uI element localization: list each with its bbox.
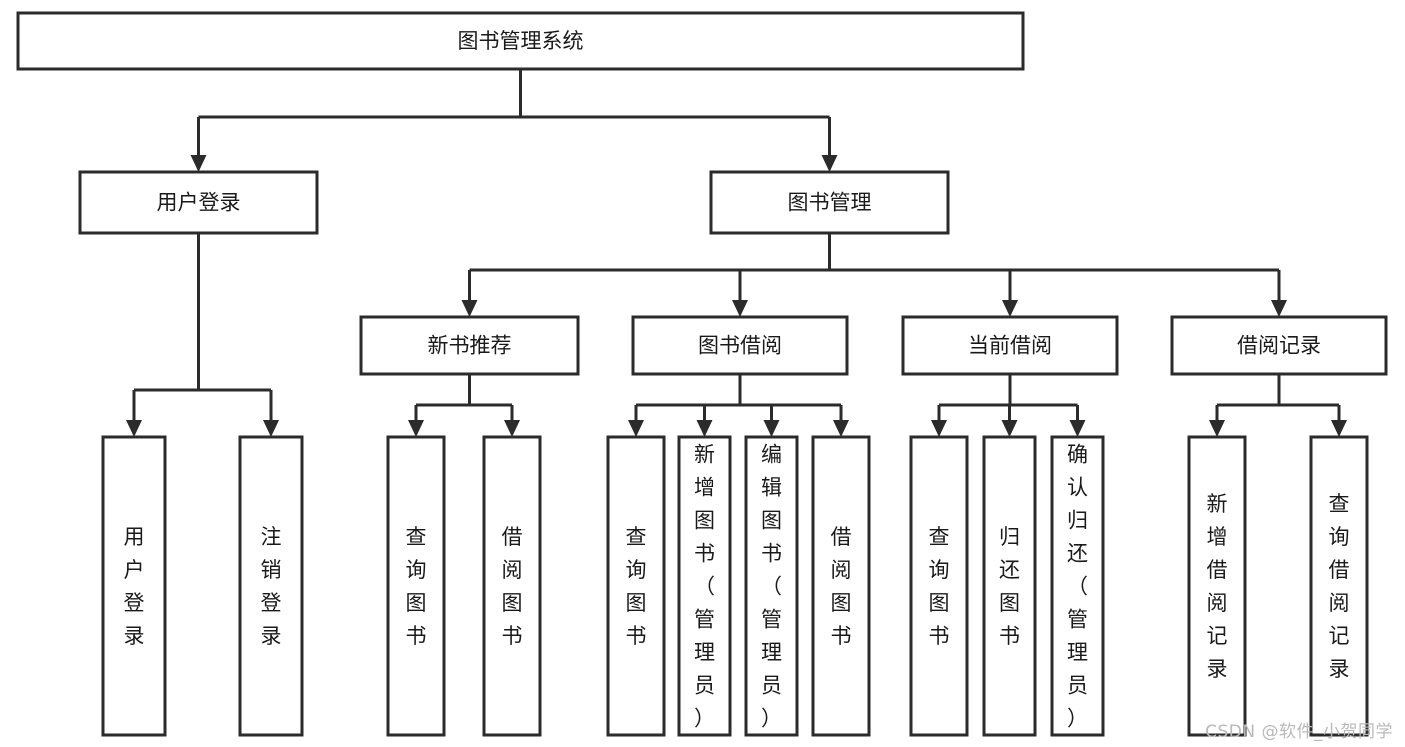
node-current-borrow[interactable]: 当前借阅 <box>901 315 1119 376</box>
arrow-head-icon <box>821 155 838 172</box>
node-box[interactable] <box>1187 435 1247 737</box>
node-label: 用户登录 <box>124 525 145 648</box>
node-box[interactable] <box>606 435 666 737</box>
arrow-head-icon <box>732 300 748 317</box>
node-label: 新书推荐 <box>428 334 512 358</box>
arrow-head-icon <box>1209 420 1225 437</box>
arrow-head-icon <box>190 155 207 172</box>
node-label: 查询图书 <box>929 525 950 648</box>
node-box[interactable] <box>78 170 319 235</box>
node-root[interactable]: 图书管理系统 <box>16 11 1025 71</box>
node-box[interactable] <box>101 435 167 737</box>
arrow-head-icon <box>1001 420 1018 437</box>
node-leaf-query-book-2[interactable]: 查询图书 <box>606 435 666 737</box>
node-box[interactable] <box>482 435 542 737</box>
node-label: 编辑图书（管理员） <box>761 443 782 731</box>
node-label: 当前借阅 <box>968 334 1052 358</box>
node-leaf-query-record[interactable]: 查询借阅记录 <box>1309 435 1369 737</box>
node-leaf-add-book[interactable]: 新增图书（管理员） <box>677 435 732 737</box>
arrow-head-icon <box>833 420 849 437</box>
node-label: 借阅记录 <box>1237 334 1321 358</box>
arrow-head-icon <box>126 420 142 437</box>
arrow-head-icon <box>628 420 644 437</box>
arrow-head-icon <box>763 420 780 437</box>
node-label: 新增图书（管理员） <box>694 443 715 731</box>
node-box[interactable] <box>677 435 732 737</box>
node-box[interactable] <box>631 315 849 376</box>
arrow-head-icon <box>696 420 713 437</box>
node-box[interactable] <box>359 315 580 376</box>
node-box[interactable] <box>16 11 1025 71</box>
node-leaf-query-book-3[interactable]: 查询图书 <box>909 435 969 737</box>
node-label: 查询图书 <box>626 525 647 648</box>
node-label: 借阅图书 <box>502 525 523 648</box>
watermark-text: CSDN @软件_小贺同学 <box>1205 722 1393 742</box>
node-label: 注销登录 <box>261 525 282 648</box>
node-leaf-user-logout[interactable]: 注销登录 <box>238 435 304 737</box>
arrow-head-icon <box>931 420 947 437</box>
node-box[interactable] <box>1309 435 1369 737</box>
node-leaf-query-book-1[interactable]: 查询图书 <box>386 435 446 737</box>
node-book-manage[interactable]: 图书管理 <box>709 170 950 235</box>
arrow-head-icon <box>461 300 478 317</box>
node-box[interactable] <box>744 435 799 737</box>
node-book-borrow[interactable]: 图书借阅 <box>631 315 849 376</box>
node-borrow-record[interactable]: 借阅记录 <box>1170 315 1388 376</box>
arrow-head-icon <box>1331 420 1347 437</box>
node-leaf-borrow-book-1[interactable]: 借阅图书 <box>482 435 542 737</box>
node-box[interactable] <box>1050 435 1105 737</box>
node-leaf-borrow-book-2[interactable]: 借阅图书 <box>811 435 871 737</box>
arrow-head-icon <box>504 420 520 437</box>
node-box[interactable] <box>901 315 1119 376</box>
connector-layer <box>126 69 1347 437</box>
node-label: 归还图书 <box>999 525 1020 648</box>
arrow-head-icon <box>1271 300 1287 317</box>
node-box[interactable] <box>811 435 871 737</box>
node-box[interactable] <box>709 170 950 235</box>
node-box[interactable] <box>238 435 304 737</box>
node-user-login[interactable]: 用户登录 <box>78 170 319 235</box>
node-label: 确认归还（管理员） <box>1067 443 1088 731</box>
arrow-head-icon <box>1069 420 1086 437</box>
node-label: 图书借阅 <box>698 334 782 358</box>
node-label: 新增借阅记录 <box>1207 492 1228 681</box>
node-leaf-confirm-return[interactable]: 确认归还（管理员） <box>1050 435 1105 737</box>
node-label: 查询图书 <box>406 525 427 648</box>
node-label: 图书管理 <box>788 191 872 215</box>
arrow-head-icon <box>1002 300 1018 317</box>
node-new-book-recommend[interactable]: 新书推荐 <box>359 315 580 376</box>
arrow-head-icon <box>408 420 424 437</box>
node-box[interactable] <box>386 435 446 737</box>
node-box[interactable] <box>909 435 969 737</box>
node-leaf-add-record[interactable]: 新增借阅记录 <box>1187 435 1247 737</box>
node-leaf-edit-book[interactable]: 编辑图书（管理员） <box>744 435 799 737</box>
node-layer: 图书管理系统用户登录图书管理新书推荐图书借阅当前借阅借阅记录用户登录注销登录查询… <box>16 11 1388 737</box>
node-label: 借阅图书 <box>831 525 852 648</box>
node-leaf-user-login[interactable]: 用户登录 <box>101 435 167 737</box>
node-box[interactable] <box>1170 315 1388 376</box>
node-label: 图书管理系统 <box>458 29 584 53</box>
node-label: 用户登录 <box>157 191 241 215</box>
node-box[interactable] <box>982 435 1037 737</box>
node-label: 查询借阅记录 <box>1329 492 1350 681</box>
node-leaf-return-book[interactable]: 归还图书 <box>982 435 1037 737</box>
arrow-head-icon <box>263 420 279 437</box>
